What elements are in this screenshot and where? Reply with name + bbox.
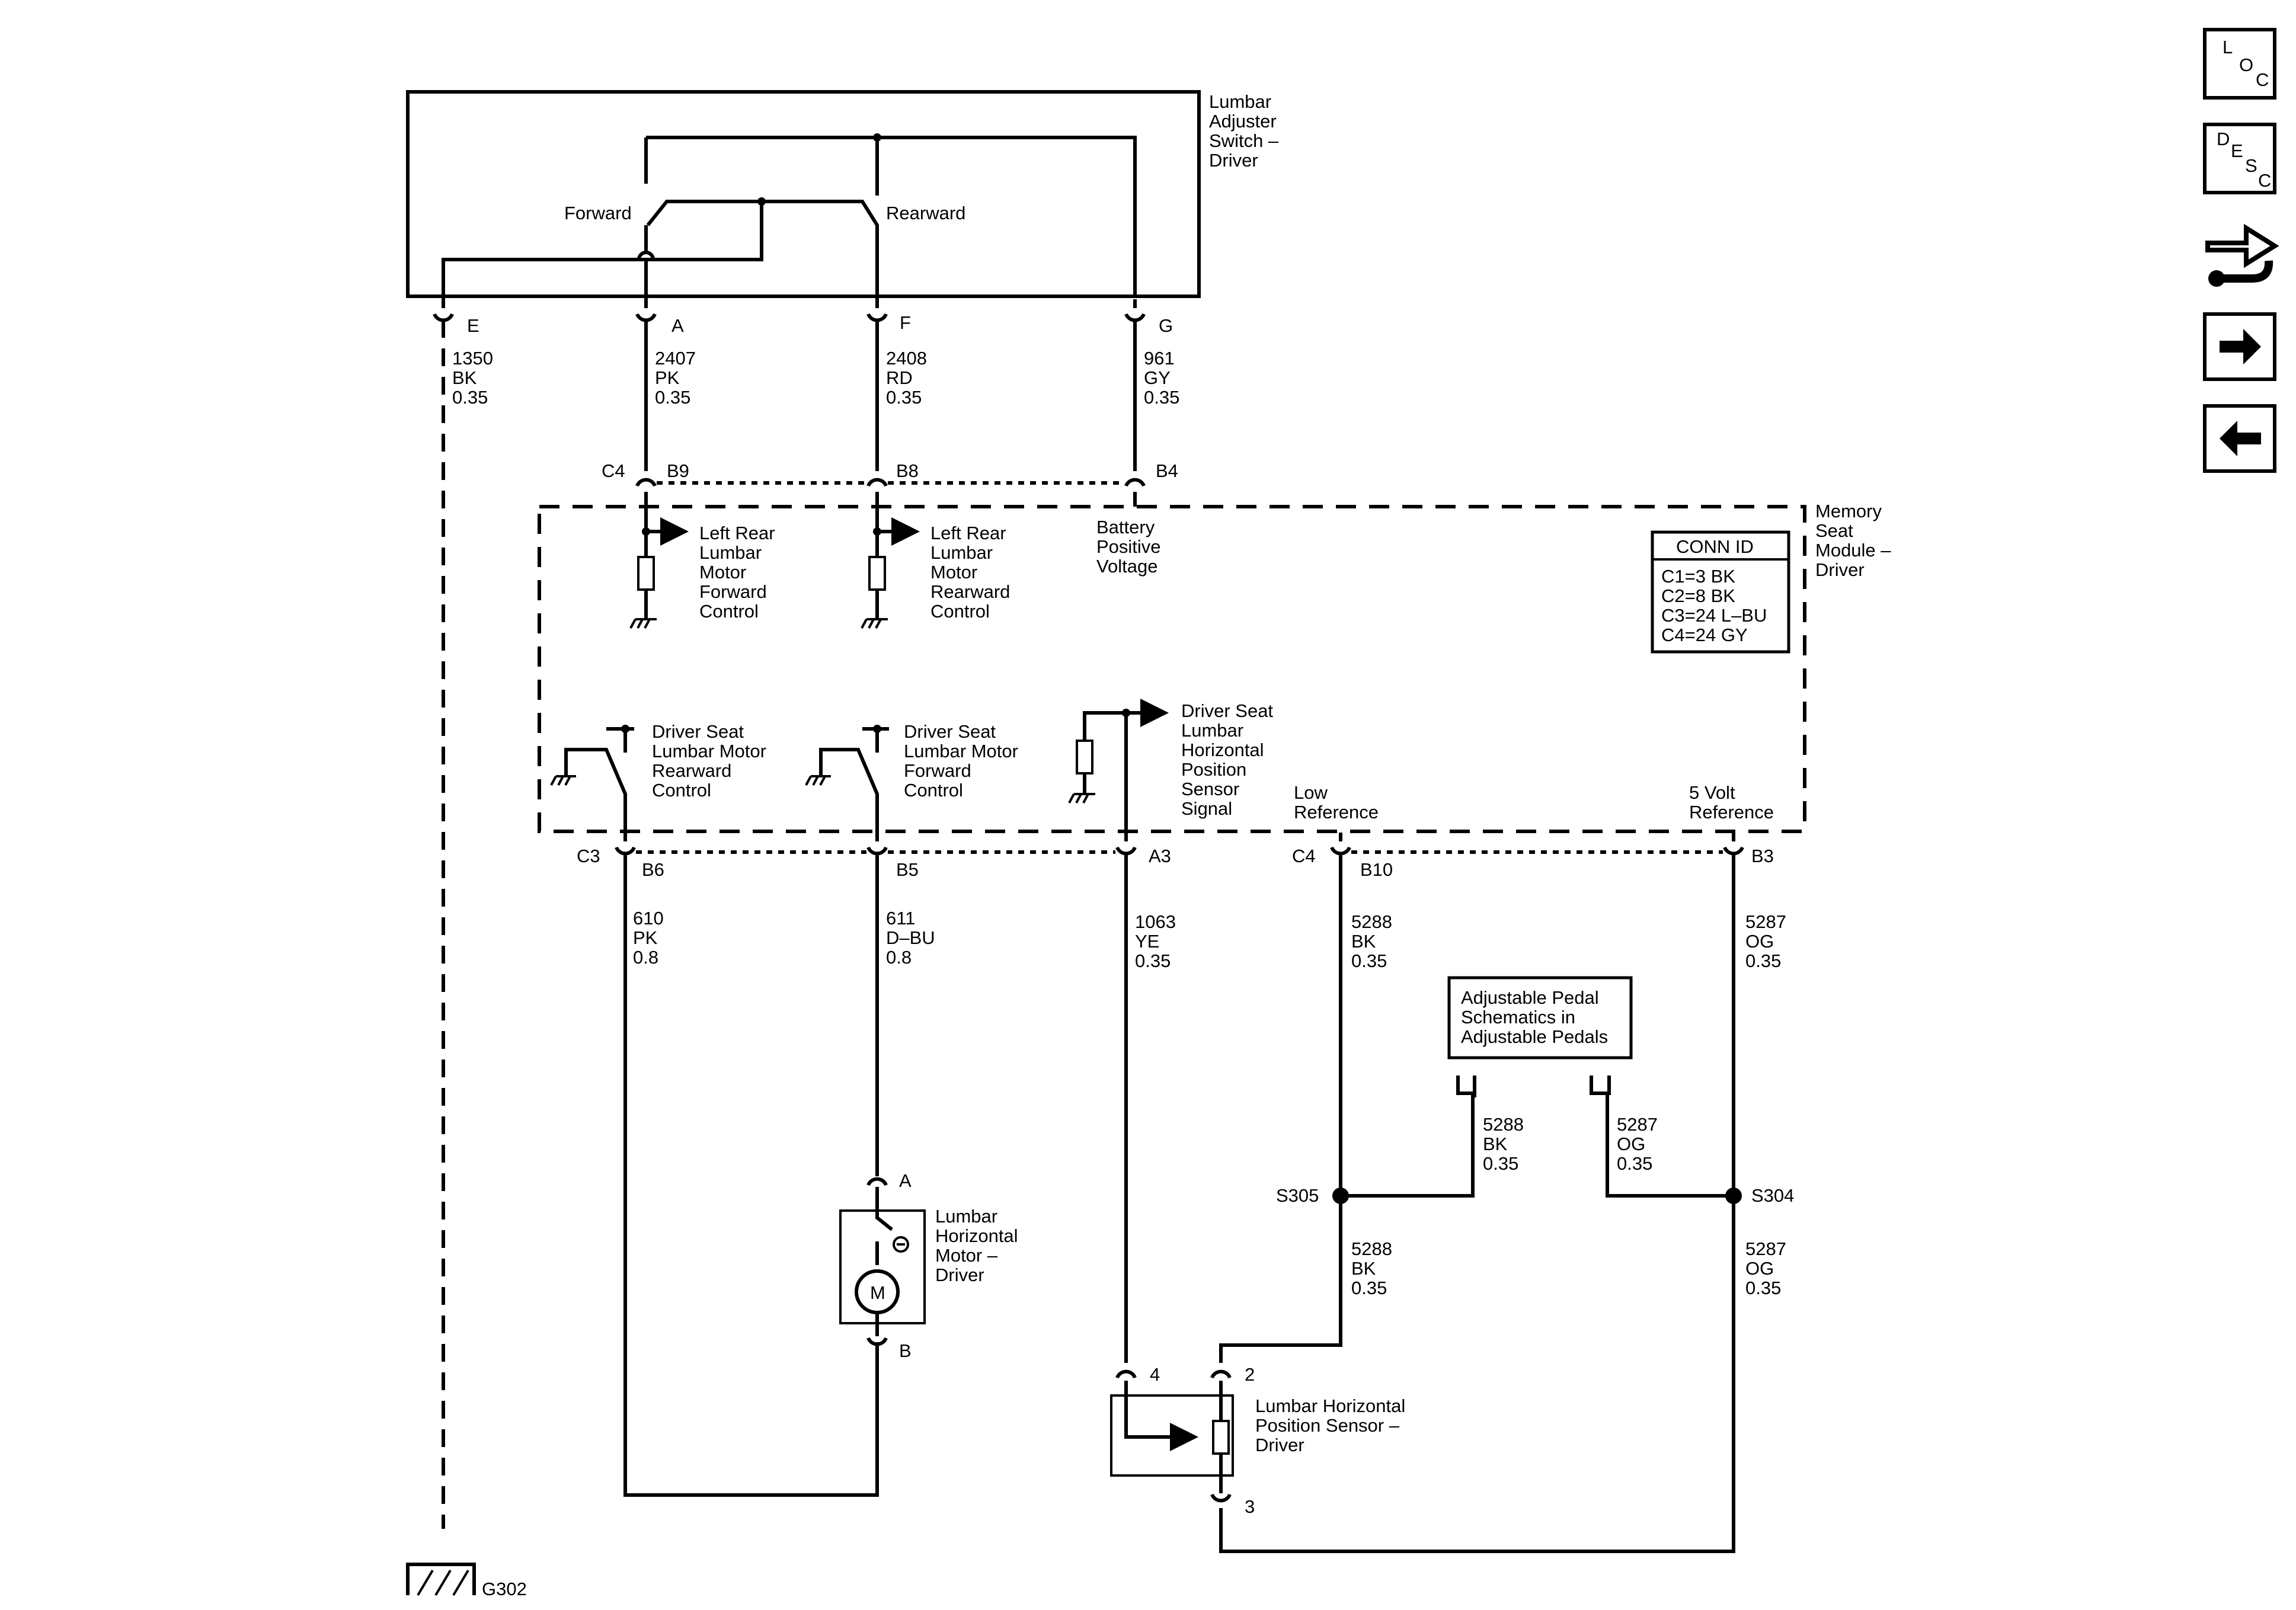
svg-text:B3: B3 xyxy=(1751,846,1774,866)
svg-text:C2=8 BK: C2=8 BK xyxy=(1661,585,1735,606)
lumbar-adjuster-switch: Forward Rearward Lumbar Adjuster Switch … xyxy=(406,90,1284,299)
svg-text:B8: B8 xyxy=(896,460,919,481)
switch-connector-pins: E A F G xyxy=(433,299,1173,336)
svg-text:B5: B5 xyxy=(896,859,919,880)
svg-text:C1=3 BK: C1=3 BK xyxy=(1661,566,1735,587)
memory-seat-module: Memory Seat Module – Driver Left Rear Lu… xyxy=(538,492,1896,836)
lumbar-position-sensor: 4 2 3 Lumbar Horizontal Position Sensor … xyxy=(1110,1364,1411,1517)
svg-text:C4=24 GY: C4=24 GY xyxy=(1661,625,1748,645)
next-page-button[interactable] xyxy=(2203,312,2276,381)
svg-text:Left Rear Lumbar M: Left Rear Lumbar Motor Rearward Control xyxy=(930,523,1015,622)
svg-text:C3: C3 xyxy=(577,846,600,866)
previous-page-button[interactable] xyxy=(2203,404,2276,473)
svg-text:L: L xyxy=(2223,37,2233,57)
svg-text:Lumbar Horizontal Positi: Lumbar Horizontal Position Sensor – Driv… xyxy=(1255,1395,1411,1455)
adjustable-pedal-reference: Adjustable Pedal Schematics in Adjustabl… xyxy=(1341,976,1734,1198)
svg-text:C4: C4 xyxy=(1292,846,1316,866)
svg-text:E: E xyxy=(2231,140,2243,161)
module-connector-bottom: C3 B6 B5 A3 C4 B10 B3 xyxy=(577,833,1774,880)
svg-text:2: 2 xyxy=(1245,1364,1255,1385)
lumbar-horizontal-motor: M A B Lumbar Horizontal Motor – Driver xyxy=(839,1170,1023,1361)
svg-text:3: 3 xyxy=(1245,1496,1255,1517)
svg-text:A3: A3 xyxy=(1149,846,1171,866)
switch-title: Lumbar Adjuster Switch – Driver xyxy=(1209,91,1284,171)
svg-text:B4: B4 xyxy=(1156,460,1178,481)
svg-text:Memory Seat Module: Memory Seat Module – Driver xyxy=(1815,501,1896,580)
svg-text:Low Reference: Low Reference xyxy=(1294,782,1379,822)
svg-text:4: 4 xyxy=(1150,1364,1160,1385)
wire-610 xyxy=(623,853,879,1497)
svg-text:C: C xyxy=(2256,69,2269,90)
svg-text:C4: C4 xyxy=(602,460,625,481)
svg-text:C3=24 L–BU: C3=24 L–BU xyxy=(1661,605,1767,626)
svg-text:A: A xyxy=(899,1170,912,1191)
conn-id-table: CONN ID C1=3 BK C2=8 BK C3=24 L–BU C4=24… xyxy=(1651,530,1790,654)
svg-text:Driver Seat Lumbar Motor: Driver Seat Lumbar Motor Forward Control xyxy=(904,721,1024,801)
wire-5288-sensor xyxy=(1219,1196,1342,1363)
svg-text:C: C xyxy=(2258,170,2271,191)
pin-g: G xyxy=(1159,315,1173,336)
svg-text:O: O xyxy=(2239,55,2253,75)
pin-e: E xyxy=(467,315,479,336)
svg-text:Driver Seat Lumbar: Driver Seat Lumbar Horizontal Position S… xyxy=(1181,700,1278,819)
svg-text:S: S xyxy=(2245,155,2257,176)
loc-button[interactable]: L O C xyxy=(2203,28,2276,100)
svg-text:Left Rear Lumbar M: Left Rear Lumbar Motor Forward Control xyxy=(699,523,780,622)
svg-text:CONN ID: CONN ID xyxy=(1676,536,1754,557)
switch-forward-label: Forward xyxy=(564,203,632,223)
module-connector-c4-top: C4 B9 B8 B4 xyxy=(602,460,1178,487)
diagnostic-tool-icon[interactable] xyxy=(2205,223,2279,287)
switch-rearward-label: Rearward xyxy=(886,203,965,223)
svg-text:B6: B6 xyxy=(642,859,664,880)
svg-text:D: D xyxy=(2217,129,2230,149)
pin-a: A xyxy=(671,315,684,336)
svg-text:Driver Seat Lumbar Motor: Driver Seat Lumbar Motor Rearward Contro… xyxy=(652,721,772,801)
svg-text:Lumbar Horizontal: Lumbar Horizontal Motor – Driver xyxy=(935,1206,1023,1285)
splice-s304: S304 xyxy=(1751,1185,1794,1206)
motor-symbol: M xyxy=(870,1282,885,1303)
pin-f: F xyxy=(900,312,911,333)
desc-button[interactable]: D E S C xyxy=(2203,123,2276,194)
splices: S305 S304 xyxy=(1276,1185,1794,1206)
ground-g302: G302 xyxy=(406,1563,527,1599)
svg-text:B10: B10 xyxy=(1360,859,1393,880)
svg-text:B9: B9 xyxy=(667,460,689,481)
svg-text:Battery Positive V: Battery Positive Voltage xyxy=(1096,517,1166,577)
svg-text:G302: G302 xyxy=(482,1579,527,1599)
svg-text:Adjustable Pedal Schemat: Adjustable Pedal Schematics in Adjustabl… xyxy=(1461,987,1608,1047)
wire-5287-sensor xyxy=(1219,1196,1735,1553)
svg-text:5 Volt Reference: 5 Volt Reference xyxy=(1689,782,1774,822)
splice-s305: S305 xyxy=(1276,1185,1319,1206)
svg-text:B: B xyxy=(899,1340,912,1361)
